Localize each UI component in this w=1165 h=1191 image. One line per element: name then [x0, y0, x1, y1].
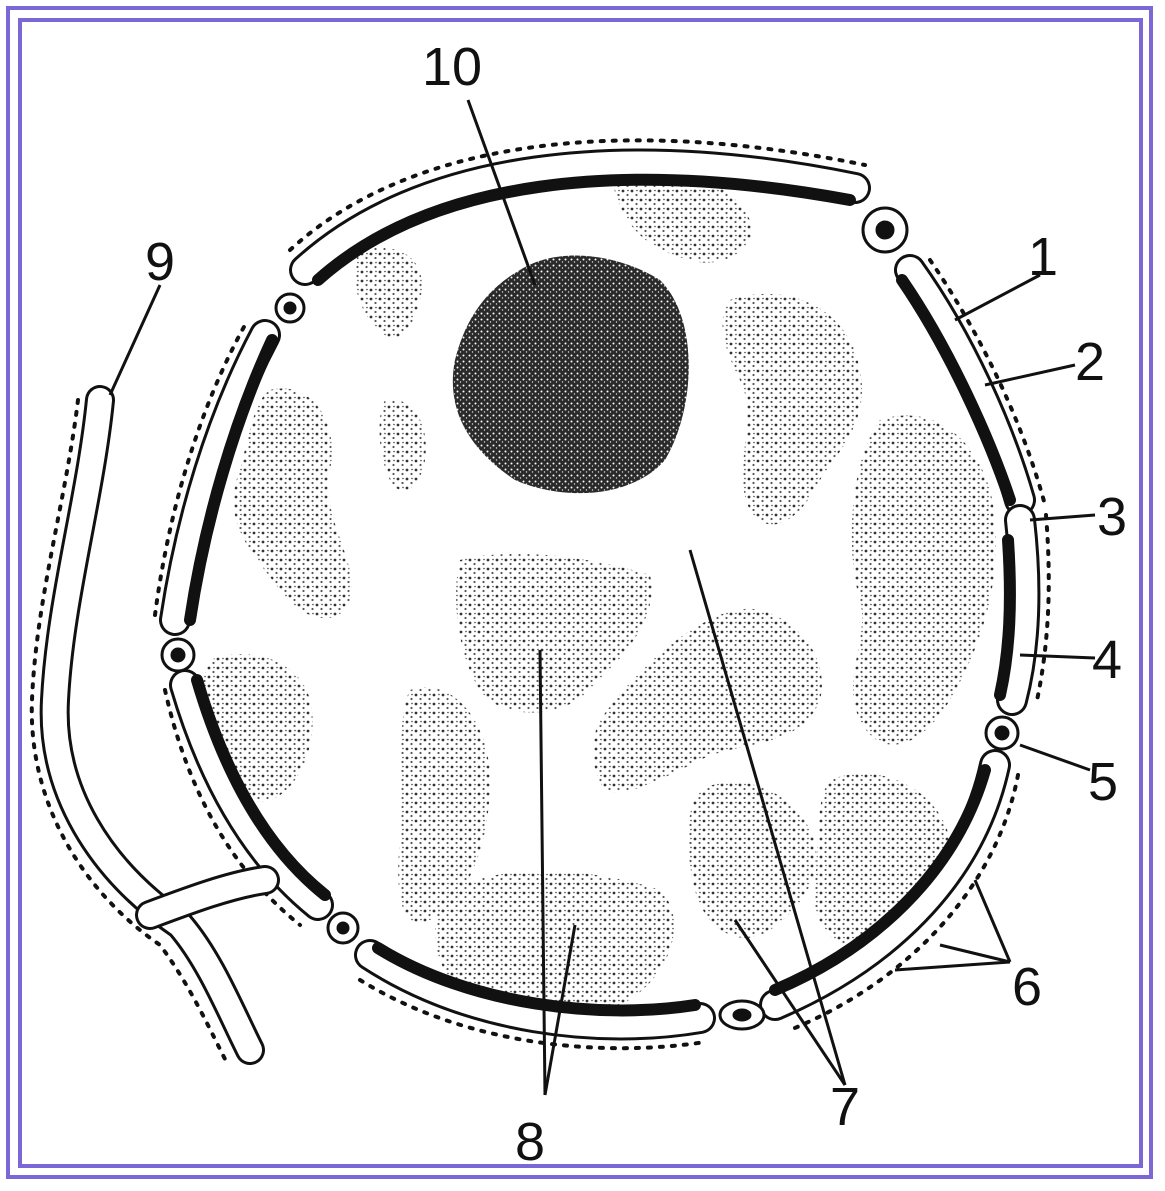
- label-6: 6: [1012, 957, 1042, 1017]
- label-10: 10: [422, 37, 482, 97]
- label-4: 4: [1092, 630, 1122, 690]
- nucleus: [453, 256, 689, 494]
- label-8: 8: [515, 1112, 545, 1172]
- label-7: 7: [830, 1077, 860, 1137]
- label-1: 1: [1028, 227, 1058, 287]
- label-9: 9: [145, 232, 175, 292]
- label-5: 5: [1088, 752, 1118, 812]
- label-3: 3: [1097, 487, 1127, 547]
- label-2: 2: [1075, 332, 1105, 392]
